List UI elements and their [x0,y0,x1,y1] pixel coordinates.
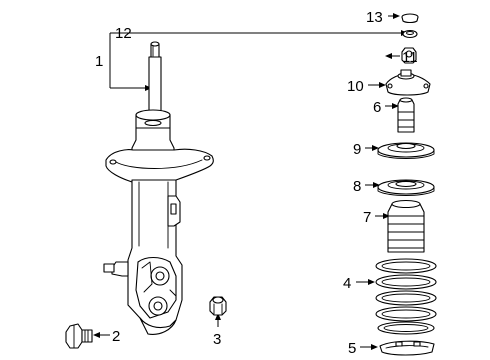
upper-spring-seat [377,179,435,196]
callout-4: 4 [343,275,351,292]
coil-spring [375,258,437,335]
callout-10: 10 [347,78,364,95]
strut-assembly [103,41,214,335]
callout-13: 13 [366,9,383,26]
strut-nut [401,47,417,64]
nut [209,296,227,316]
callout-11: 11 [402,49,418,66]
callout-6: 6 [373,99,381,116]
strut-mount [385,69,431,96]
callout-7: 7 [363,209,371,226]
upper-spring-insulator [377,142,435,159]
dust-cap [401,13,419,24]
callout-12: 12 [115,25,132,42]
callout-9: 9 [353,141,361,158]
callout-3: 3 [213,331,221,348]
callout-2: 2 [112,328,120,345]
cap-seal [402,29,418,39]
lower-spring-insulator [379,340,435,356]
bolt [65,323,93,349]
callout-8: 8 [353,178,361,195]
callout-5: 5 [348,340,356,357]
dust-boot [387,199,425,253]
bump-stopper [397,97,415,133]
callout-1: 1 [95,53,103,70]
